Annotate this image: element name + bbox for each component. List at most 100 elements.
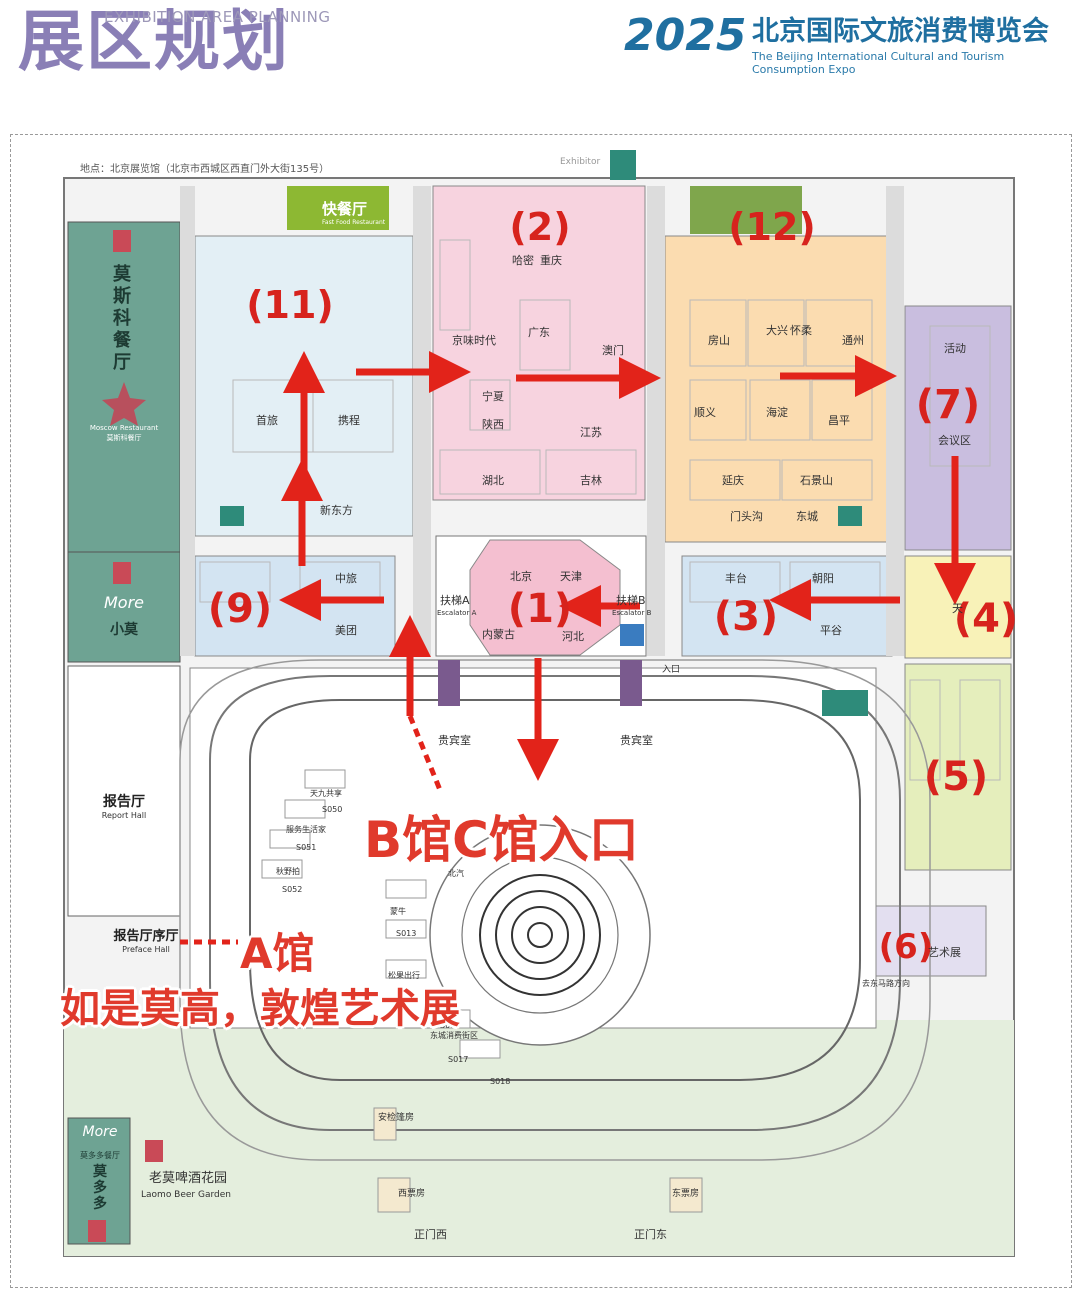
security-tent <box>373 1107 397 1141</box>
fountain-center <box>527 922 553 948</box>
region-mentougou: 门头沟 <box>730 509 763 523</box>
region-huairou: 怀柔 <box>790 324 812 337</box>
oval-track-inner <box>249 699 861 1081</box>
fountain-ring-4 <box>511 906 569 964</box>
region-art-exhibition: 艺术展 <box>928 946 961 959</box>
region-macau: 澳门 <box>602 343 624 357</box>
region-meeting: 会议区 <box>938 434 971 447</box>
expo-title: 北京国际文旅消费博览会 <box>752 16 1049 47</box>
region-chongqing: 重庆 <box>540 253 562 267</box>
restaurant-icon-4 <box>88 1220 106 1242</box>
restaurant-icon-2 <box>113 562 131 584</box>
gate-west-label: 正门西 <box>414 1227 447 1241</box>
hall-a-callout: A馆 <box>240 929 315 978</box>
west-ticket-room <box>377 1177 411 1213</box>
region-tian: 天 <box>952 602 963 615</box>
corridor-east <box>647 186 665 656</box>
region-jingwei: 京味时代 <box>452 333 496 347</box>
region-tongzhou: 通州 <box>842 334 864 347</box>
region-jilin: 吉林 <box>580 473 602 487</box>
moscow-char-2: 斯 <box>113 285 131 307</box>
moscow-char-5: 厅 <box>113 352 131 373</box>
zone-label-12: (12) <box>728 205 816 249</box>
region-labels: 北京 天津 内蒙古 河北 哈密 重庆 广东 宁夏 陕西 江苏 湖北 吉林 京味时… <box>80 157 971 1241</box>
east-ticket-room-label: 东票房 <box>672 1187 699 1199</box>
moduoduo-char-2: 多 <box>93 1179 107 1196</box>
restaurant-icon-3 <box>145 1140 163 1162</box>
exhibitor-label: Exhibitor <box>560 157 600 167</box>
beer-garden-label: 老莫啤酒花园 <box>149 1170 227 1186</box>
more-logo: More <box>104 593 144 612</box>
region-meituan: 美团 <box>335 624 357 637</box>
bc-entrance-callout: B馆C馆入口 <box>364 811 639 869</box>
moscow-char-3: 科 <box>113 307 131 329</box>
report-hall-area <box>67 665 181 917</box>
booth-qiuye: 秋野拍 <box>276 866 300 876</box>
code-s017: S017 <box>448 1055 468 1064</box>
hall-a-description: 如是莫高，敦煌艺术展 <box>60 986 460 1032</box>
west-ticket-room-label: 西票房 <box>398 1187 425 1199</box>
report-hall-en: Report Hall <box>102 811 146 820</box>
region-hami: 哈密 <box>512 253 534 267</box>
restroom-icon <box>220 506 244 526</box>
moduoduo-vertical-label: 莫 多 多 <box>92 1163 108 1212</box>
region-hubei: 湖北 <box>482 474 504 487</box>
oval-track-edge <box>179 659 931 1161</box>
region-zhonglv: 中旅 <box>335 571 357 585</box>
moscow-en-label: Moscow Restaurant <box>90 424 159 432</box>
map-frame <box>10 134 1072 1288</box>
zone-12-garden <box>690 186 802 234</box>
moduoduo-char-3: 多 <box>93 1195 107 1212</box>
beer-garden-en: Laomo Beer Garden <box>141 1190 231 1200</box>
code-s016: S016 <box>440 1021 460 1030</box>
booth-beiqi: 北汽 <box>448 868 464 878</box>
flow-arrows <box>279 351 976 781</box>
code-s013: S013 <box>396 929 416 938</box>
restroom-icon-2 <box>838 506 862 526</box>
entrance-label: 入口 <box>662 664 680 675</box>
zone-5-area <box>904 663 1012 871</box>
fast-food-label: 快餐厅 <box>322 200 367 218</box>
zone-2-area <box>432 185 646 501</box>
outdoor-booths-arc <box>261 769 501 1059</box>
escalator-a-label: 扶梯A <box>440 593 470 607</box>
moscow-vertical-label: 莫 斯 科 餐 厅 <box>112 264 132 373</box>
restaurant-icon <box>113 230 131 252</box>
elevator-icon-2 <box>620 660 642 706</box>
restroom-icon-3 <box>610 150 636 180</box>
garden-lawn <box>64 1020 1014 1256</box>
region-xiecheng: 携程 <box>338 413 360 427</box>
east-ticket-room <box>669 1177 703 1213</box>
fountain-ring-2 <box>479 874 601 996</box>
escalator-b-label: 扶梯B <box>616 593 646 607</box>
corridor-moscow <box>180 186 195 656</box>
zone-label-2: (2) <box>509 205 570 249</box>
zone-6-area <box>865 905 987 977</box>
region-shaanxi: 陕西 <box>482 417 504 431</box>
fast-food-en: Fast Food Restaurant <box>322 219 386 226</box>
code-s051: S051 <box>296 843 316 852</box>
zone-label-5: (5) <box>924 754 988 800</box>
zone-label-7: (7) <box>916 382 980 428</box>
region-activity: 活动 <box>944 342 966 355</box>
region-chaoyang: 朝阳 <box>812 572 834 585</box>
code-s018: S018 <box>490 1077 510 1086</box>
page-title-en: EXHIBITION AREA PLANNING <box>104 8 331 26</box>
moscow-small-label: 莫斯科餐厅 <box>107 433 142 442</box>
region-shijingshan: 石景山 <box>800 474 833 487</box>
booth-songguo: 松果出行 <box>388 970 420 980</box>
booth-fuwu: 服务生活家 <box>286 824 326 834</box>
zone-label-11: (11) <box>246 283 334 327</box>
expo-subtitle: The Beijing International Cultural and T… <box>752 50 1005 76</box>
escalator-b-en: Escalator B <box>612 609 652 617</box>
region-daxing: 大兴 <box>766 323 788 337</box>
xiaomo-label: 小莫 <box>110 621 139 638</box>
region-xindongfang: 新东方 <box>320 503 353 517</box>
corridor-west <box>413 186 431 656</box>
region-fengtai: 丰台 <box>725 571 747 585</box>
vip-room-right: 贵宾室 <box>620 733 653 747</box>
accessible-icon <box>620 624 644 646</box>
vip-room-left: 贵宾室 <box>438 733 471 747</box>
region-changping: 昌平 <box>828 414 850 427</box>
